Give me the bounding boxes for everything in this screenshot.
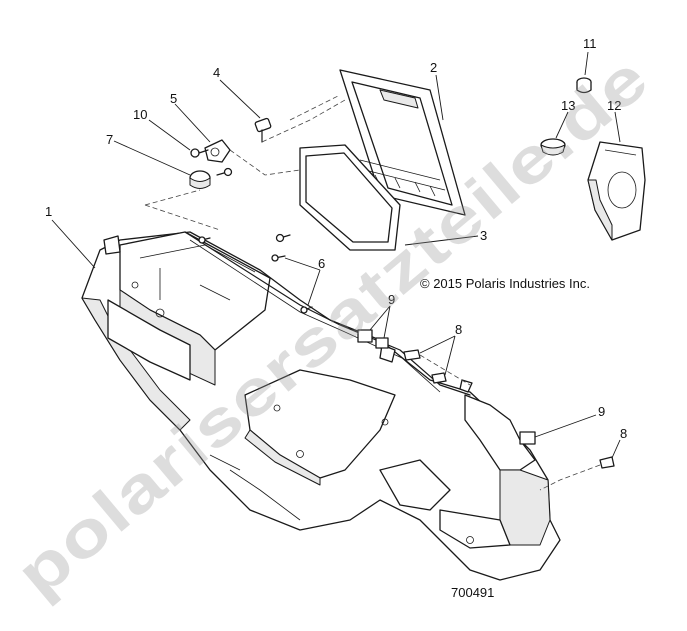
- callout-7: 7: [106, 132, 113, 147]
- rivets-part-8: [403, 349, 615, 469]
- callout-12: 12: [607, 98, 621, 113]
- callout-2: 2: [430, 60, 437, 75]
- leader-lines: [51, 51, 621, 459]
- callout-4: 4: [213, 65, 220, 80]
- copyright-notice: © 2015 Polaris Industries Inc.: [420, 276, 590, 291]
- bumper-part-7: [189, 170, 211, 189]
- cupholder-part-12: [587, 141, 646, 241]
- screws-part-6: [198, 233, 313, 314]
- dash-panel: [81, 231, 561, 581]
- storage-seal: [299, 144, 401, 251]
- callout-11: 11: [583, 36, 597, 51]
- screw-part-10: [190, 148, 209, 158]
- grommet-part-11: [576, 77, 592, 94]
- assembly-lines: [144, 94, 601, 491]
- callout-10: 10: [133, 107, 147, 122]
- callout-5: 5: [170, 91, 177, 106]
- callout-13: 13: [561, 98, 575, 113]
- callout-9-right: 9: [598, 404, 605, 419]
- bracket-part-5: [204, 139, 231, 163]
- clips-part-9: [357, 329, 536, 445]
- callout-6: 6: [318, 256, 325, 271]
- callout-9-top: 9: [388, 292, 395, 307]
- callout-3: 3: [480, 228, 487, 243]
- bolt-part-4: [254, 117, 272, 143]
- storage-frame: [339, 69, 466, 216]
- cap-part-13: [540, 138, 566, 156]
- screw-near-bumper: [216, 167, 233, 177]
- callout-8-top: 8: [455, 322, 462, 337]
- callouts: 1 2 3 4 5 6 7 8 8 9 9 10 11 12 13: [45, 36, 627, 441]
- callout-8-right: 8: [620, 426, 627, 441]
- callout-1: 1: [45, 204, 52, 219]
- diagram-number: 700491: [451, 585, 494, 600]
